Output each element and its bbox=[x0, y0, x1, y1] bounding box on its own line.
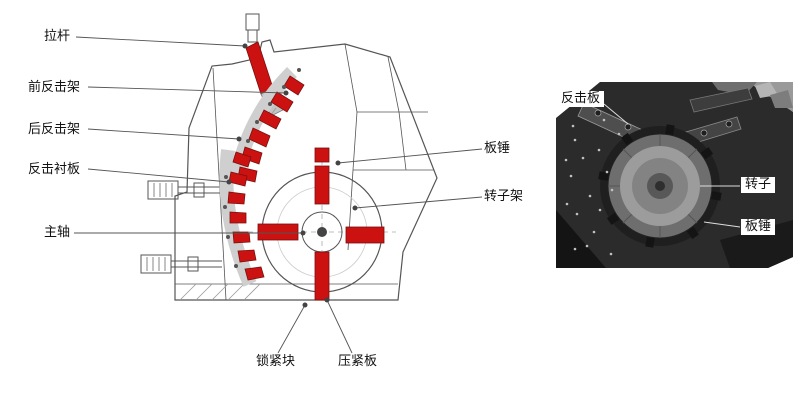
label-front-impact-frame: 前反击架 bbox=[28, 80, 81, 95]
blow-bar-parts bbox=[257, 147, 385, 301]
label-pressing-plate: 压紧板 bbox=[338, 354, 378, 369]
main-shaft-center bbox=[317, 227, 327, 237]
pressing-plate-part bbox=[314, 251, 330, 301]
front-impact-frame-part bbox=[229, 67, 305, 184]
left-spring-actuator-upper bbox=[147, 180, 220, 200]
label-tie-rod: 拉杆 bbox=[44, 29, 71, 44]
label-blow-bar: 板锤 bbox=[484, 141, 511, 156]
leader-lines-right bbox=[335, 148, 483, 211]
rear-impact-frame-part bbox=[219, 149, 265, 287]
label-main-shaft: 主轴 bbox=[44, 225, 71, 240]
leader-lines-left bbox=[74, 36, 306, 236]
hatching bbox=[179, 283, 261, 301]
leader-lines-bottom bbox=[277, 297, 353, 354]
tie-rod-red-part bbox=[245, 41, 274, 95]
label-photo-impact-plate: 反击板 bbox=[557, 91, 605, 107]
left-spring-actuator-lower bbox=[140, 254, 222, 274]
photo-leader-lines bbox=[603, 103, 741, 228]
label-impact-liner: 反击衬板 bbox=[28, 162, 81, 177]
photo-rotor bbox=[598, 124, 722, 248]
label-rear-impact-frame: 后反击架 bbox=[28, 122, 81, 137]
label-photo-blow-bar: 板锤 bbox=[741, 219, 776, 235]
crusher-housing bbox=[174, 39, 438, 301]
crusher-photo bbox=[556, 82, 793, 268]
label-locking-block: 锁紧块 bbox=[256, 354, 296, 369]
label-photo-rotor: 转子 bbox=[741, 177, 776, 193]
label-rotor-frame: 转子架 bbox=[484, 189, 524, 204]
photo-material-speckles bbox=[564, 118, 621, 256]
